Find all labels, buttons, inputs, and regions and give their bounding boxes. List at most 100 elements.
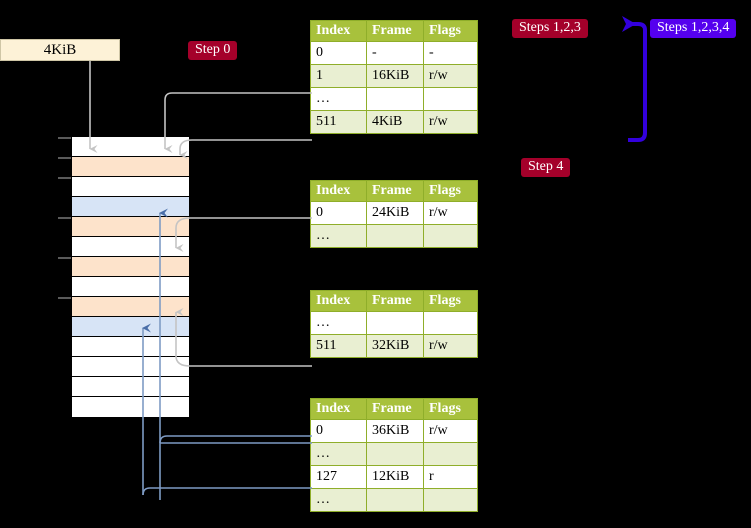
table-header-row: Index Frame Flags: [310, 290, 478, 312]
cell-frame: -: [366, 41, 424, 65]
table-row: …: [310, 311, 478, 335]
memory-row: [72, 237, 189, 257]
memory-tick: [58, 297, 71, 299]
memory-tick: [58, 217, 71, 219]
cell-flags: -: [423, 41, 478, 65]
cell-index: …: [310, 224, 367, 248]
memory-row: [72, 257, 189, 277]
cell-index: 0: [310, 419, 367, 443]
column-header-index: Index: [310, 290, 367, 312]
table-row: 511 32KiB r/w: [310, 334, 478, 358]
badge-steps-1-2-3-4: Steps 1,2,3,4: [650, 19, 737, 38]
table-header-row: Index Frame Flags: [310, 20, 478, 42]
table-row: 127 12KiB r: [310, 465, 478, 489]
memory-row: [72, 157, 189, 177]
column-header-flags: Flags: [423, 290, 478, 312]
cell-flags: [423, 488, 478, 512]
cell-frame: [366, 488, 424, 512]
wire-blue-pt-row127-hook: [142, 487, 312, 496]
column-header-index: Index: [310, 398, 367, 420]
cell-flags: r/w: [423, 419, 478, 443]
cell-frame: [366, 442, 424, 466]
page-table-pml4: Index Frame Flags 0 - - 1 16KiB r/w …: [310, 20, 478, 134]
table-row: …: [310, 224, 478, 248]
page-table-pdp: Index Frame Flags 0 24KiB r/w …: [310, 180, 478, 248]
badge-step-4: Step 4: [521, 158, 571, 177]
memory-row: [72, 137, 189, 157]
table-row: …: [310, 87, 478, 111]
memory-row: [72, 357, 189, 377]
cell-frame: 12KiB: [366, 465, 424, 489]
cell-frame: [366, 87, 424, 111]
cell-flags: r/w: [423, 334, 478, 358]
column-header-flags: Flags: [423, 398, 478, 420]
column-header-flags: Flags: [423, 20, 478, 42]
cell-flags: r: [423, 465, 478, 489]
cell-frame: 4KiB: [366, 110, 424, 134]
table-row: 0 24KiB r/w: [310, 201, 478, 225]
memory-row: [72, 177, 189, 197]
table-header-row: Index Frame Flags: [310, 180, 478, 202]
memory-row: [72, 277, 189, 297]
memory-row: [72, 377, 189, 397]
page-table-pd: Index Frame Flags … 511 32KiB r/w: [310, 290, 478, 358]
cell-index: …: [310, 442, 367, 466]
memory-tick: [58, 157, 71, 159]
memory-row: [72, 217, 189, 237]
cell-index: …: [310, 87, 367, 111]
memory-row: [72, 317, 189, 337]
cell-frame: 24KiB: [366, 201, 424, 225]
memory-row: [72, 197, 189, 217]
cell-flags: [423, 442, 478, 466]
cell-index: 1: [310, 64, 367, 88]
cell-index: 0: [310, 41, 367, 65]
page-table-pt: Index Frame Flags 0 36KiB r/w … 127 12Ki…: [310, 398, 478, 512]
cell-flags: r/w: [423, 201, 478, 225]
cell-frame: [366, 224, 424, 248]
cell-index: …: [310, 488, 367, 512]
cell-frame: [366, 311, 424, 335]
column-header-flags: Flags: [423, 180, 478, 202]
cell-flags: r/w: [423, 64, 478, 88]
frame-size-box: 4KiB: [0, 39, 120, 61]
column-header-frame: Frame: [366, 180, 424, 202]
table-row: …: [310, 442, 478, 466]
column-header-frame: Frame: [366, 20, 424, 42]
memory-tick: [58, 177, 71, 179]
cell-frame: 36KiB: [366, 419, 424, 443]
table-row: 1 16KiB r/w: [310, 64, 478, 88]
wire-pdp-to-memory: [175, 217, 312, 252]
cell-index: 127: [310, 465, 367, 489]
cell-index: 511: [310, 110, 367, 134]
cell-flags: [423, 87, 478, 111]
cell-frame: 16KiB: [366, 64, 424, 88]
table-header-row: Index Frame Flags: [310, 398, 478, 420]
badge-steps-1-2-3: Steps 1,2,3: [512, 19, 588, 38]
table-row: 0 36KiB r/w: [310, 419, 478, 443]
wire-pml4-511-to-memory: [179, 139, 312, 159]
memory-row: [72, 337, 189, 357]
cell-index: …: [310, 311, 367, 335]
column-header-index: Index: [310, 180, 367, 202]
cell-flags: [423, 311, 478, 335]
column-header-frame: Frame: [366, 290, 424, 312]
memory-tick: [58, 137, 71, 139]
wire-pd-to-memory: [175, 308, 312, 367]
column-header-frame: Frame: [366, 398, 424, 420]
cell-flags: [423, 224, 478, 248]
table-row: 511 4KiB r/w: [310, 110, 478, 134]
physical-memory-grid: [71, 136, 190, 417]
table-row: …: [310, 488, 478, 512]
memory-row: [72, 397, 189, 417]
memory-row: [72, 297, 189, 317]
arrow-steps-loop: [622, 16, 647, 142]
frame-size-label: 4KiB: [43, 41, 77, 58]
cell-index: 0: [310, 201, 367, 225]
cell-frame: 32KiB: [366, 334, 424, 358]
table-row: 0 - -: [310, 41, 478, 65]
badge-step-0: Step 0: [188, 41, 238, 60]
cell-index: 511: [310, 334, 367, 358]
wire-blue-pt-row0-hook: [159, 435, 312, 444]
cell-flags: r/w: [423, 110, 478, 134]
